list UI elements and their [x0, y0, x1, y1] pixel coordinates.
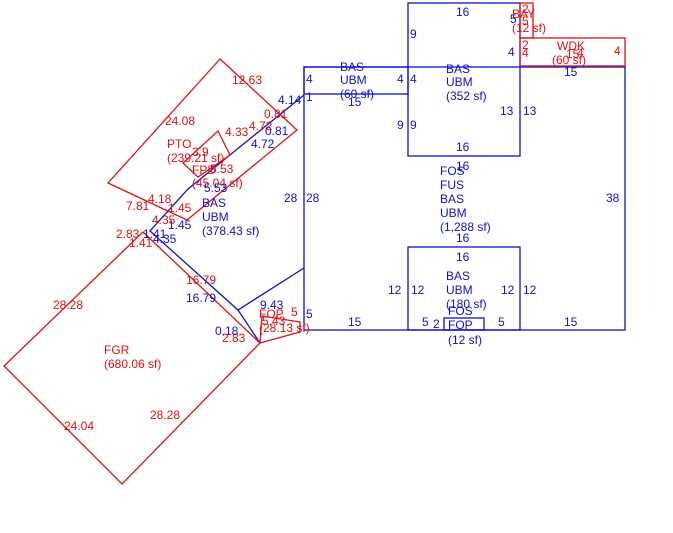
fpd-label: FPD (45.04 sf)	[192, 163, 243, 190]
dimension-label: 2	[522, 38, 529, 52]
dimension-label: 13	[523, 104, 537, 118]
dimension-label: 16.79	[186, 291, 216, 305]
dimension-label: 5	[291, 305, 298, 319]
dimension-label: 1.41	[143, 227, 167, 241]
dimension-label: 9.43	[260, 298, 284, 312]
dimension-label: 4.72	[251, 137, 275, 151]
dimension-label: 3.9	[192, 145, 209, 159]
dimension-label: 9	[410, 27, 417, 41]
dimension-label: 24.08	[165, 114, 195, 128]
bay-window-outline	[519, 2, 534, 39]
bas-378-label: BAS UBM (378.43 sf)	[202, 196, 259, 238]
dimension-label: 16	[456, 5, 470, 19]
fop-connector-line	[237, 309, 261, 344]
dimension-label: 2.83	[116, 227, 140, 241]
fgr-label: FGR (680.06 sf)	[104, 343, 161, 371]
dimension-label: 5	[306, 307, 313, 321]
dimension-label: 38	[606, 191, 620, 205]
bas-352-label: BAS UBM (352 sf)	[446, 62, 487, 103]
dimension-label: 5.53	[210, 162, 234, 176]
pto-label: PTO (239.21 sf)	[167, 137, 224, 165]
bas-180-label: BAS UBM (180 sf)	[446, 269, 487, 311]
red-area-labels: WDK (60 sf) BAY (12 sf) PTO (239.21 sf) …	[104, 7, 588, 371]
dimension-label: 16.79	[186, 273, 216, 287]
fop-12-label: FOS FOP (12 sf)	[448, 304, 482, 347]
dimension-label: 16	[456, 250, 470, 264]
red-outlines	[3, 2, 626, 485]
dimension-label: 4	[614, 44, 621, 58]
fop-red-label: FOP (28.13 sf)	[259, 307, 310, 335]
bas-60-room-outline	[303, 66, 409, 95]
dimension-label: 12	[523, 283, 537, 297]
dimension-label: 1.45	[168, 201, 192, 215]
dimension-label: 4	[577, 46, 584, 60]
dimension-label: 4	[397, 72, 404, 86]
dimension-label: 4.14	[278, 93, 302, 107]
dimension-label: 12	[501, 283, 515, 297]
dimension-label: 0.81	[264, 107, 288, 121]
pto-patio-outline	[106, 58, 298, 221]
dimension-label: 4	[522, 46, 529, 60]
dimension-label: 4	[306, 72, 313, 86]
dimension-label: 15	[348, 95, 362, 109]
dimension-label: 1	[306, 90, 313, 104]
dimension-label: 28.28	[53, 298, 83, 312]
dimension-label: 4.72	[249, 119, 273, 133]
wdk-deck-outline	[519, 37, 626, 67]
red-dimension-labels: 12.63 24.08 0.81 4.72 4.33 3.9 5.53 4.18…	[53, 2, 621, 433]
dimension-label: 2	[522, 2, 529, 16]
dimension-label: 12.63	[232, 73, 262, 87]
fop-12-porch-outline	[443, 317, 485, 331]
dimension-label: 1.45	[168, 218, 192, 232]
dimension-label: 0.81	[265, 124, 289, 138]
fpd-deck-outline	[182, 129, 231, 178]
dimension-label: 5.53	[204, 181, 228, 195]
dimension-label: 2	[433, 317, 440, 331]
dimension-label: 9	[410, 118, 417, 132]
blue-outlines	[149, 2, 626, 344]
dimension-label: 15	[564, 65, 578, 79]
dimension-label: 15	[348, 315, 362, 329]
bas-60-label: BAS UBM (60 sf)	[340, 60, 374, 101]
dimension-label: 5.43	[262, 314, 286, 328]
dimension-label: 28	[284, 191, 298, 205]
dimension-label: 4	[508, 45, 515, 59]
dimension-label: 12	[388, 283, 402, 297]
dimension-label: 4	[410, 72, 417, 86]
dimension-label: 4.35	[152, 213, 176, 227]
dimension-label: 16	[456, 140, 470, 154]
dimension-label: 16	[456, 159, 470, 173]
dimension-label: 9	[397, 118, 404, 132]
dimension-label: 4.18	[148, 192, 172, 206]
dimension-label: 12	[411, 283, 425, 297]
dimension-label: 28.28	[150, 408, 180, 422]
dimension-label: 5	[510, 12, 517, 26]
dimension-label: 13	[500, 104, 514, 118]
dimension-label: 7.81	[126, 199, 150, 213]
blue-dimension-labels: 16 9 4 4 9 9 13 13 16 5 16 4 4 1 15 4.14…	[143, 5, 620, 338]
dimension-label: 2.83	[222, 331, 246, 345]
blue-area-labels: BAS UBM (352 sf) BAS UBM (60 sf) FOS FUS…	[202, 60, 491, 347]
wdk-label: WDK (60 sf)	[552, 39, 588, 67]
dimension-label: 16	[456, 231, 470, 245]
main-area-label: FOS FUS BAS UBM (1,288 sf)	[440, 164, 491, 234]
dimension-label: 5	[522, 14, 529, 28]
dimension-label: 5	[498, 315, 505, 329]
dimension-label: 5	[422, 315, 429, 329]
fop-red-porch-outline	[259, 315, 301, 344]
dimension-label: 28	[306, 191, 320, 205]
dimension-label: 4.35	[153, 232, 177, 246]
dimension-label: 0.18	[215, 324, 239, 338]
dimension-label: 4.33	[225, 125, 249, 139]
dimension-label: 15	[566, 47, 580, 61]
dimension-label: 1.41	[129, 236, 153, 250]
dimension-label: 15	[564, 315, 578, 329]
fgr-garage-outline	[3, 231, 261, 485]
bay-label: BAY (12 sf)	[512, 7, 546, 35]
dimension-label: 24.04	[64, 419, 94, 433]
